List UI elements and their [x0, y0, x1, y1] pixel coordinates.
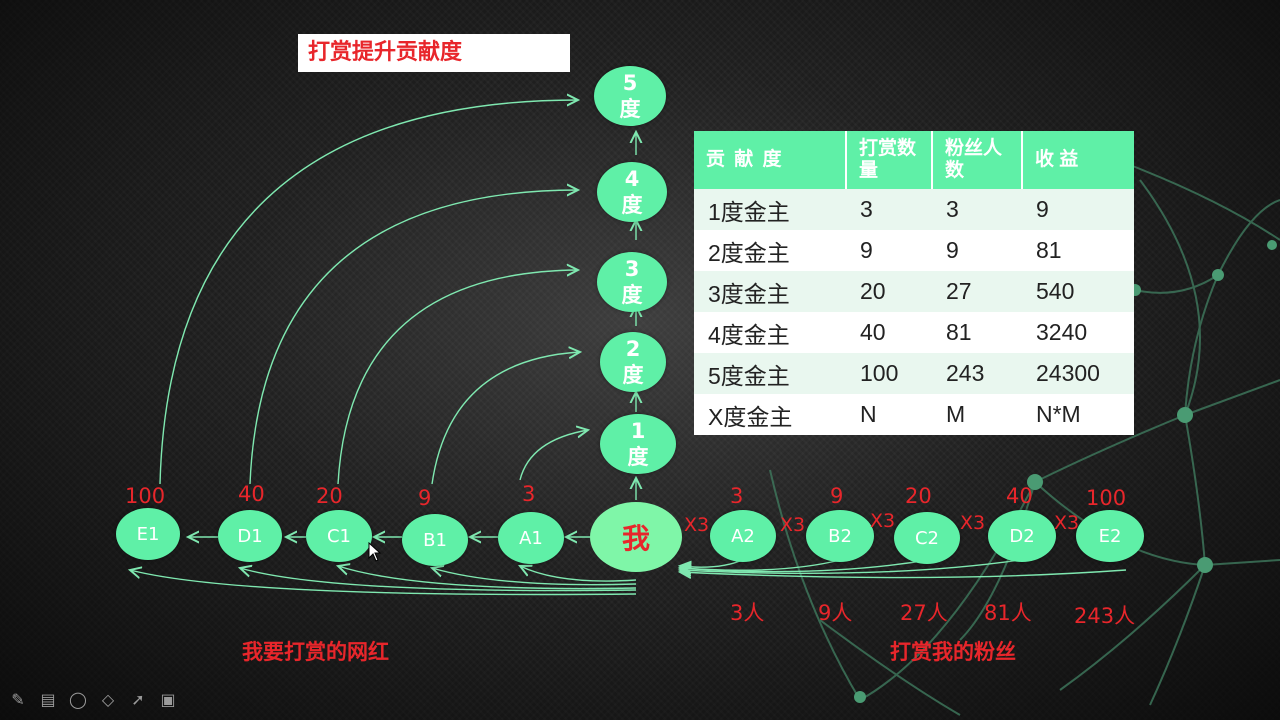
- table-cell: 27: [932, 271, 1022, 312]
- node-e2: E2: [1076, 510, 1144, 562]
- eraser-icon[interactable]: ◇: [101, 690, 115, 709]
- caption-right: 打赏我的粉丝: [890, 640, 1016, 664]
- node-a1: A1: [498, 512, 564, 564]
- table-cell: 243: [932, 353, 1022, 394]
- multiplier-4: X3: [960, 512, 986, 534]
- contribution-table: 贡 献 度 打赏数量 粉丝人数 收 益 1度金主 3 3 9 2度金主 9 9 …: [694, 131, 1134, 435]
- value-a1: 3: [522, 482, 536, 506]
- table-cell: 1度金主: [694, 189, 846, 230]
- arrow-e1-to-5: [159, 100, 578, 485]
- table-cell: 540: [1022, 271, 1134, 312]
- table-row: 4度金主 40 81 3240: [694, 312, 1134, 353]
- multiplier-5: X3: [1054, 512, 1080, 534]
- table-cell: 5度金主: [694, 353, 846, 394]
- node-e1: E1: [116, 508, 180, 560]
- table-row: 5度金主 100 243 24300: [694, 353, 1134, 394]
- value-e2: 100: [1086, 486, 1127, 510]
- node-a2: A2: [710, 510, 776, 562]
- table-cell: 9: [1022, 189, 1134, 230]
- multiplier-3: X3: [870, 510, 896, 532]
- table-cell: 3度金主: [694, 271, 846, 312]
- node-b1: B1: [402, 514, 468, 566]
- node-c1: C1: [306, 510, 372, 562]
- degree-num: 2: [625, 337, 641, 361]
- lasso-icon[interactable]: ◯: [69, 690, 87, 709]
- table-cell: 81: [932, 312, 1022, 353]
- presentation-toolbar: ✎ ▤ ◯ ◇ ➚ ▣: [8, 690, 178, 710]
- value-e1: 100: [125, 484, 166, 508]
- count-b2: 9人: [818, 601, 853, 625]
- table-cell: N: [846, 394, 932, 435]
- count-d2: 81人: [984, 601, 1032, 625]
- camera-icon[interactable]: ▣: [160, 690, 176, 709]
- table-cell: 24300: [1022, 353, 1134, 394]
- table-cell: 3240: [1022, 312, 1134, 353]
- degree-num: 5: [622, 71, 638, 95]
- degree-label: 度: [619, 97, 641, 121]
- table-cell: 3: [846, 189, 932, 230]
- center-node-me: 我: [590, 502, 682, 572]
- arrow-b1-to-2: [431, 352, 580, 485]
- table-cell: 81: [1022, 230, 1134, 271]
- arrow-d1-to-4: [249, 190, 578, 485]
- slides-icon[interactable]: ▤: [40, 690, 56, 709]
- table-row: 3度金主 20 27 540: [694, 271, 1134, 312]
- degree-num: 4: [624, 167, 640, 191]
- header-contribution: 贡 献 度: [694, 131, 847, 189]
- multiplier-1: X3: [684, 514, 710, 536]
- value-d1: 40: [238, 482, 265, 506]
- table-cell: 4度金主: [694, 312, 846, 353]
- value-c1: 20: [316, 484, 343, 508]
- node-d2: D2: [988, 510, 1056, 562]
- pointer-icon[interactable]: ➚: [131, 690, 145, 709]
- header-tip-amount: 打赏数量: [846, 131, 933, 189]
- degree-label: 度: [627, 445, 649, 469]
- diagram-title: 打赏提升贡献度: [298, 34, 570, 72]
- table-cell: N*M: [1022, 394, 1134, 435]
- table-row: 1度金主 3 3 9: [694, 189, 1134, 230]
- value-b1: 9: [418, 486, 432, 510]
- pen-icon[interactable]: ✎: [11, 690, 25, 709]
- table-header-row: 贡 献 度 打赏数量 粉丝人数 收 益: [694, 131, 1134, 189]
- arrow-a1-to-1: [519, 430, 588, 481]
- arrow-c1-to-3: [337, 270, 578, 485]
- value-b2: 9: [830, 484, 844, 508]
- node-c2: C2: [894, 512, 960, 564]
- table-cell: 9: [932, 230, 1022, 271]
- table-cell: 100: [846, 353, 932, 394]
- header-fan-count: 粉丝人数: [932, 131, 1023, 189]
- table-cell: 2度金主: [694, 230, 846, 271]
- value-d2: 40: [1006, 484, 1033, 508]
- table-cell: M: [932, 394, 1022, 435]
- table-cell: X度金主: [694, 394, 846, 435]
- degree-label: 度: [621, 193, 643, 217]
- count-a2: 3人: [730, 601, 765, 625]
- mouse-cursor-icon: [368, 542, 382, 562]
- degree-label: 度: [622, 363, 644, 387]
- header-revenue: 收 益: [1022, 131, 1134, 189]
- node-d1: D1: [218, 510, 282, 562]
- degree-num: 1: [630, 419, 646, 443]
- table-cell: 20: [846, 271, 932, 312]
- count-e2: 243人: [1074, 604, 1136, 628]
- degree-label: 度: [621, 283, 643, 307]
- value-a2: 3: [730, 484, 744, 508]
- table-row: X度金主 N M N*M: [694, 394, 1134, 435]
- count-c2: 27人: [900, 601, 948, 625]
- value-c2: 20: [905, 484, 932, 508]
- table-cell: 3: [932, 189, 1022, 230]
- degree-num: 3: [624, 257, 640, 281]
- multiplier-2: X3: [780, 514, 806, 536]
- caption-left: 我要打赏的网红: [242, 640, 389, 664]
- node-b2: B2: [806, 510, 874, 562]
- table-cell: 9: [846, 230, 932, 271]
- table-row: 2度金主 9 9 81: [694, 230, 1134, 271]
- table-cell: 40: [846, 312, 932, 353]
